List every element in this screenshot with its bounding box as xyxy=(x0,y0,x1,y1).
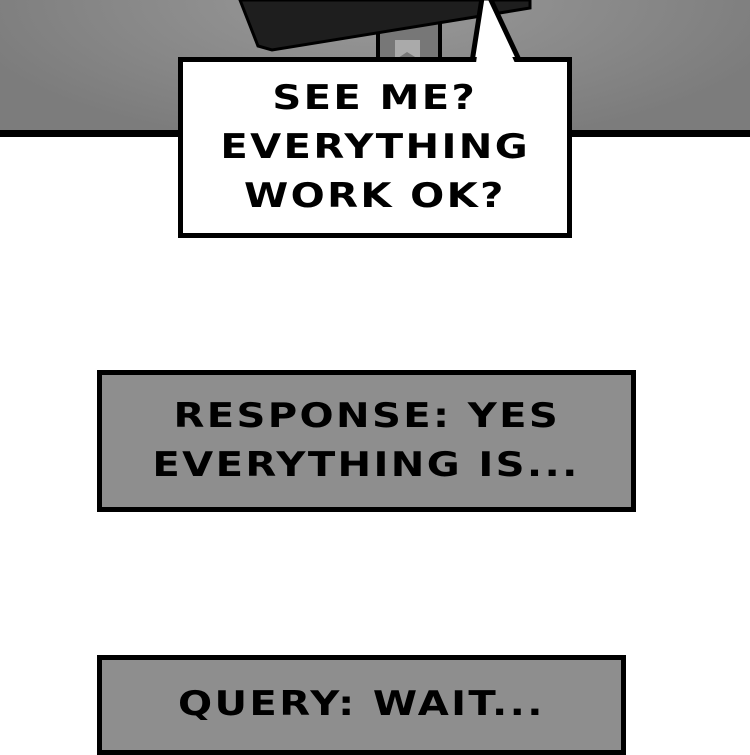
caption-box-query: QUERY: WAIT... xyxy=(97,655,626,755)
caption-line: EVERYTHING IS... xyxy=(152,445,581,485)
speech-bubble: SEE ME? EVERYTHING WORK OK? xyxy=(178,57,572,238)
speech-line: WORK OK? xyxy=(244,176,506,216)
caption-box-response: RESPONSE: YES EVERYTHING IS... xyxy=(97,370,636,512)
monitor-body xyxy=(238,0,532,52)
stand-bracket xyxy=(395,40,420,60)
caption-line: QUERY: WAIT... xyxy=(178,684,545,724)
speech-line: SEE ME? xyxy=(272,78,478,118)
caption-line: RESPONSE: YES xyxy=(173,396,560,436)
speech-line: EVERYTHING xyxy=(220,127,530,167)
